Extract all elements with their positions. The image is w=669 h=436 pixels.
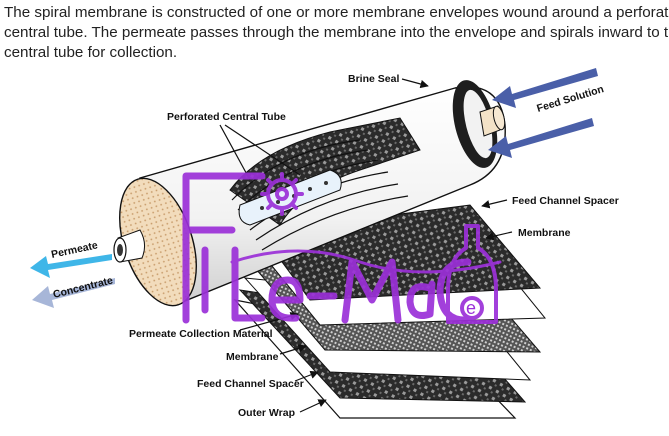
concentrate-arrow — [32, 278, 115, 308]
label-brine-seal: Brine Seal — [348, 73, 399, 85]
caption-line-1: The spiral membrane is constructed of on… — [4, 4, 669, 21]
permeate-arrow — [30, 254, 112, 278]
bottle-icon — [446, 224, 498, 324]
membrane-top-leader — [485, 231, 513, 241]
leaf-swirl-icon — [230, 249, 502, 274]
feed-arrow-1 — [492, 68, 598, 108]
caption-line-2: central tube. The permeate passes throug… — [4, 24, 669, 41]
central-tube — [238, 169, 342, 226]
feed-arrow-2 — [488, 118, 594, 158]
brine-seal-inner — [463, 89, 493, 159]
label-outer-wrap: Outer Wrap — [238, 407, 295, 419]
central-tube-leader-2 — [224, 124, 301, 176]
watermark-small-e: e — [466, 298, 476, 318]
label-membrane-top: Membrane — [518, 227, 571, 239]
caption-text: The spiral membrane is constructed of on… — [4, 3, 669, 63]
label-feed-channel-spacer-top: Feed Channel Spacer — [512, 195, 619, 207]
feed-spacer-bottom-leader — [294, 370, 319, 382]
leader-lines — [219, 78, 513, 413]
caption-line-3: central tube for collection. — [4, 44, 178, 61]
label-feed-channel-spacer-bottom: Feed Channel Spacer — [197, 378, 304, 390]
flow-arrows — [30, 68, 598, 308]
watermark-letter-m — [341, 258, 402, 324]
watermark-logo — [182, 172, 502, 324]
central-tube-leader — [219, 124, 251, 181]
brine-seal-leader — [401, 78, 429, 89]
label-concentrate: Concentrate — [52, 274, 115, 301]
watermark-letter-f — [182, 172, 266, 324]
label-perforated-central-tube: Perforated Central Tube — [167, 111, 286, 123]
gear-icon — [260, 172, 304, 216]
label-membrane-bottom: Membrane — [226, 351, 279, 363]
feed-end-tube — [479, 105, 506, 137]
membrane-cylinder — [113, 80, 506, 307]
watermark-letter-l — [231, 246, 266, 322]
watermark-letter-a — [406, 280, 436, 319]
watermark-letter-e — [268, 276, 304, 322]
permeate-tube — [113, 229, 146, 263]
outer-wrap-leader — [299, 399, 327, 413]
membrane-bottom-leader — [279, 344, 307, 355]
feed-spacer-top-leader — [481, 199, 508, 209]
label-permeate-collection-material: Permeate Collection Material — [129, 328, 273, 340]
